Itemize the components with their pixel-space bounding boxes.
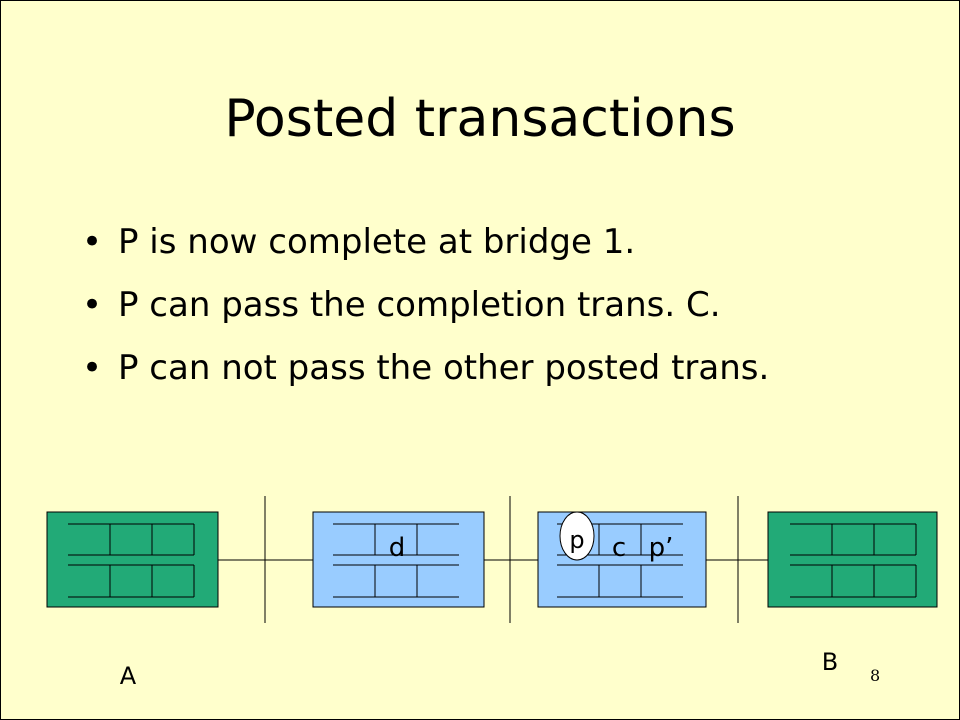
- slide-title: Posted transactions: [224, 89, 736, 149]
- label-a: A: [120, 662, 137, 690]
- device-b-queues: [790, 523, 917, 598]
- device-a: [46, 511, 219, 608]
- bullet-item: • P can not pass the other posted trans.: [82, 344, 769, 407]
- posted-transaction-p-ellipse: [559, 511, 595, 561]
- page-number: 8: [870, 666, 881, 685]
- bullet-text: P can not pass the other posted trans.: [118, 348, 770, 388]
- bullet-marker: •: [82, 285, 103, 325]
- bridge-2: c p’ p: [537, 511, 707, 608]
- bridge-2-item-p-prime: p’: [649, 533, 674, 563]
- bullet-marker: •: [82, 222, 103, 262]
- bullet-item: • P is now complete at bridge 1.: [82, 218, 769, 281]
- device-b-box: [767, 511, 938, 608]
- bridge-1-item-d: d: [389, 533, 406, 563]
- label-b: B: [822, 648, 838, 676]
- bullet-text: P is now complete at bridge 1.: [118, 222, 636, 262]
- bridge-1-box: [312, 511, 485, 608]
- bridge-2-item-c: c: [612, 533, 626, 563]
- posted-transaction-p-label: p: [569, 526, 584, 554]
- bullet-item: • P can pass the completion trans. C.: [82, 281, 769, 344]
- bridge-1-queues: [333, 523, 459, 598]
- device-a-box: [46, 511, 219, 608]
- bus-lines: [218, 496, 768, 623]
- bullet-marker: •: [82, 348, 103, 388]
- bullet-text: P can pass the completion trans. C.: [118, 285, 721, 325]
- bullet-list: • P is now complete at bridge 1. • P can…: [82, 218, 769, 407]
- device-a-queues: [68, 523, 195, 598]
- device-b: [767, 511, 938, 608]
- bridge-1: d: [312, 511, 485, 608]
